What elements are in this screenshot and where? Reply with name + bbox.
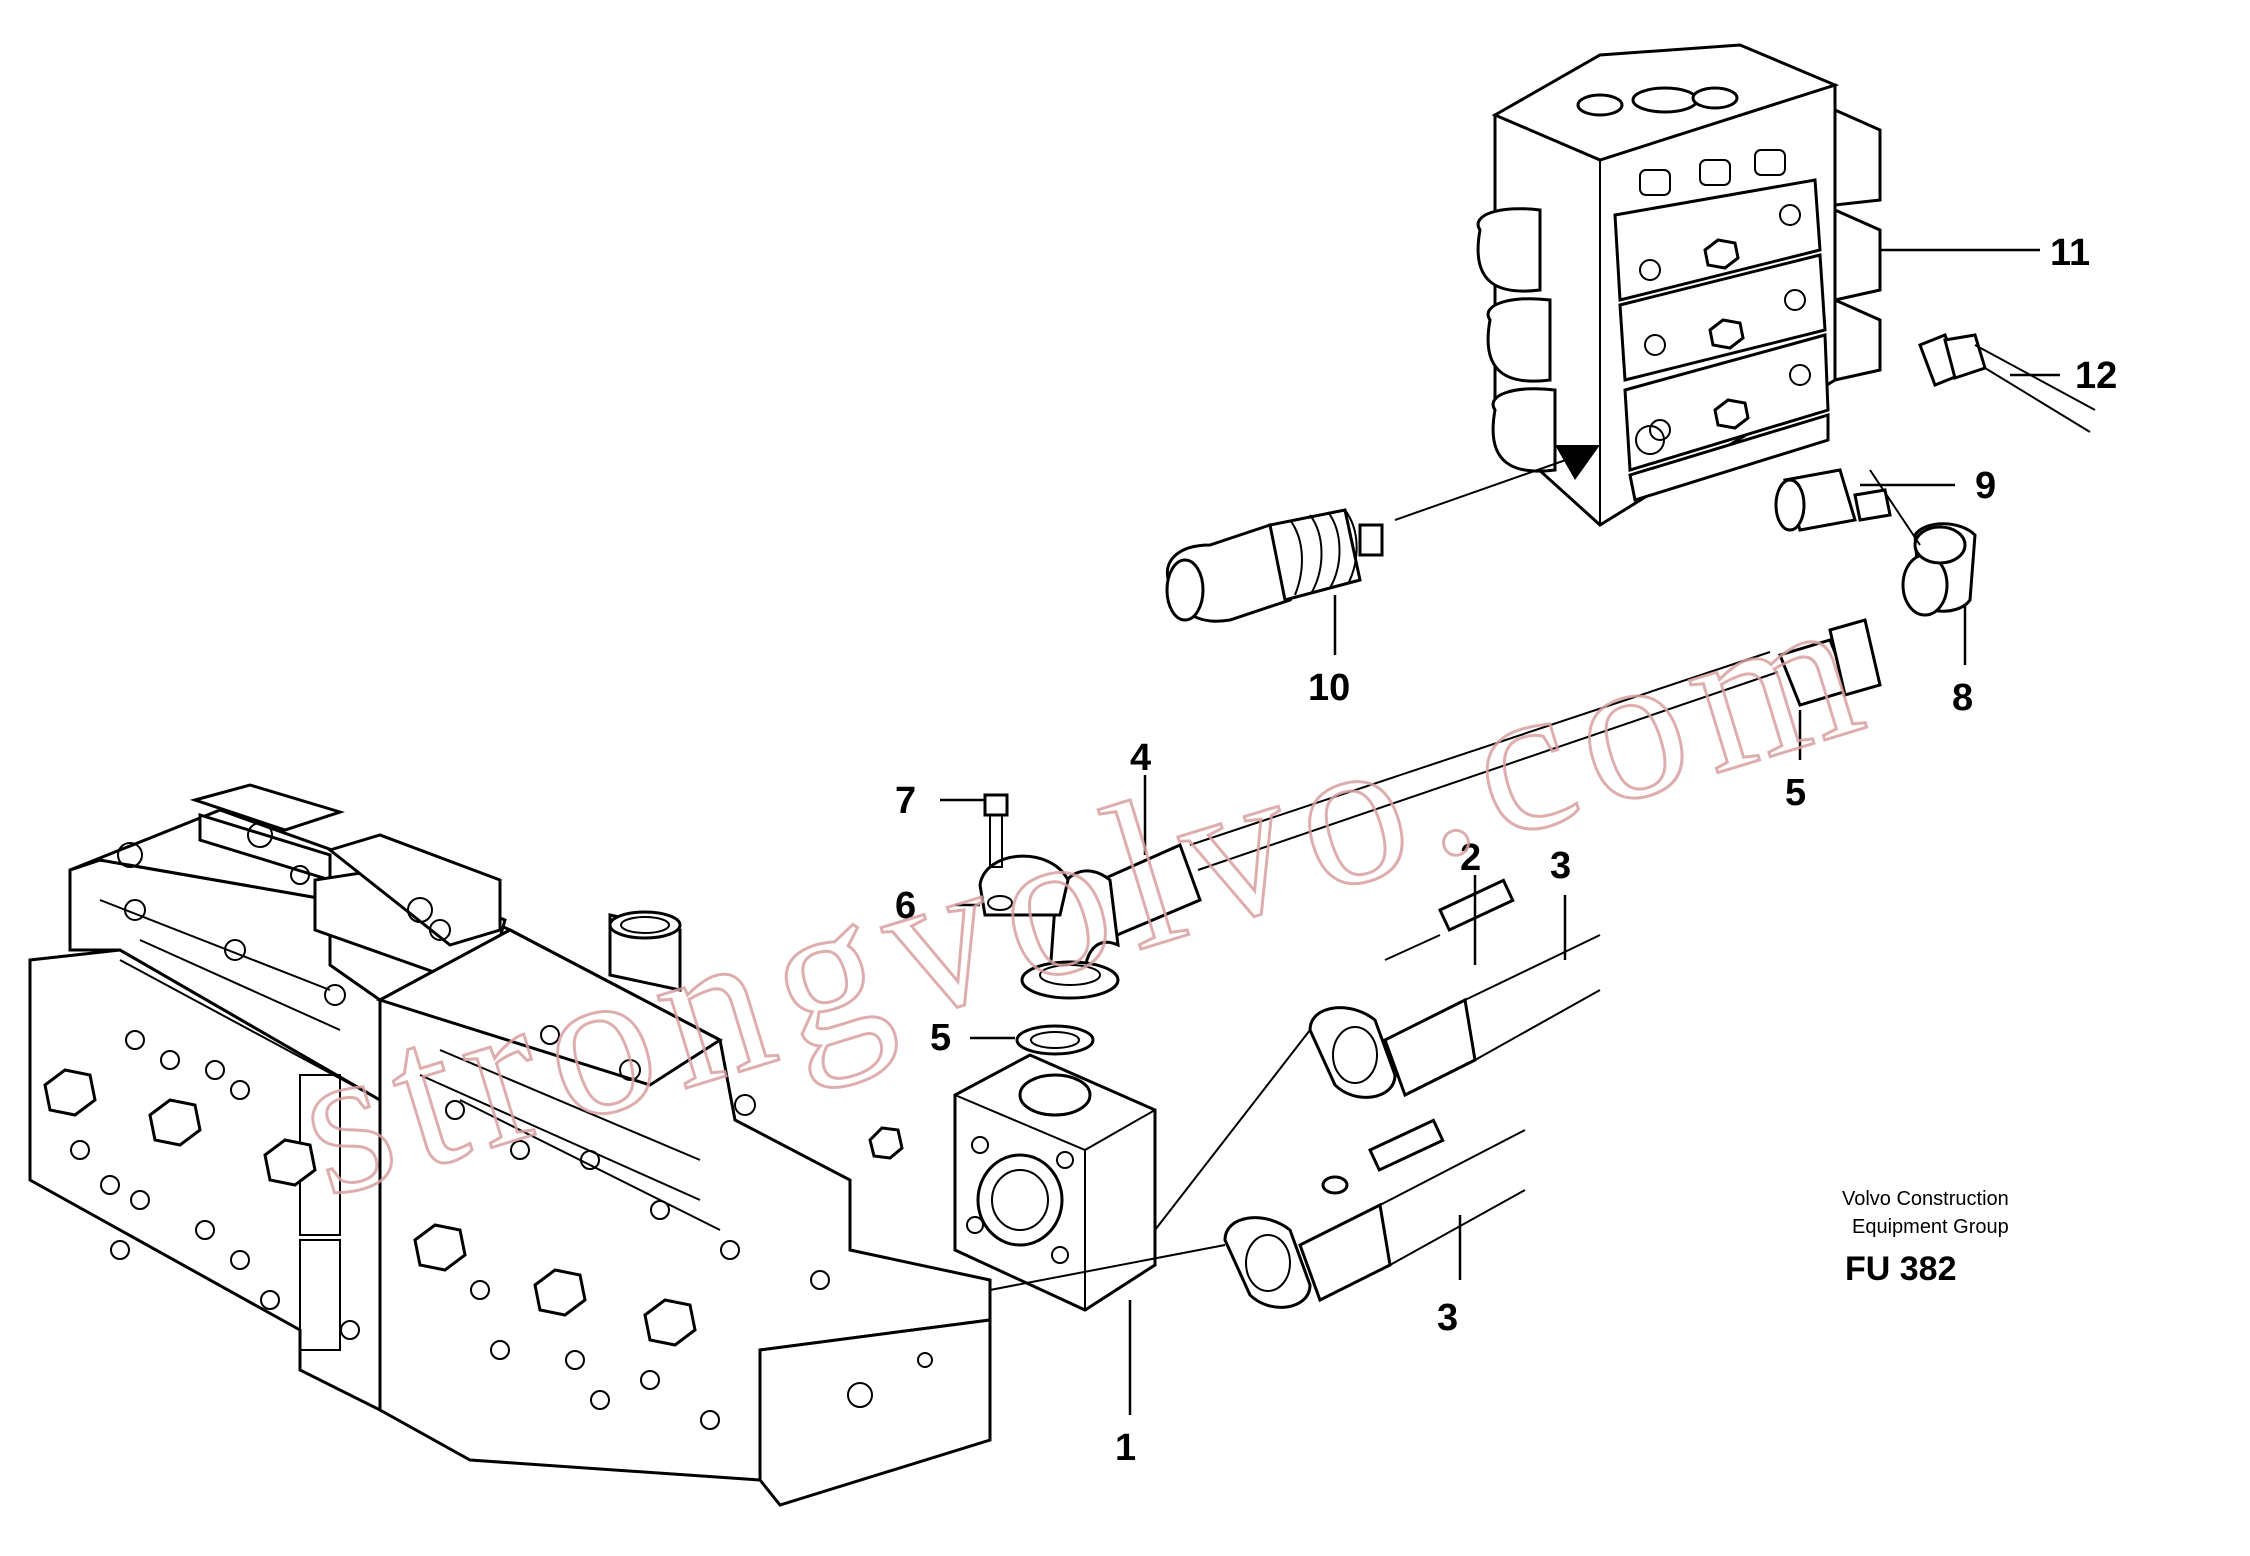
- leader-lines: [940, 248, 2060, 1415]
- callout-9: 9: [1975, 465, 1996, 507]
- callout-6: 6: [895, 885, 916, 927]
- callout-1: 1: [1115, 1427, 1136, 1469]
- main-control-valve: [28, 783, 992, 1507]
- spring-plug: [1165, 508, 1384, 623]
- callout-8: 8: [1952, 677, 1973, 719]
- callout-4: 4: [1130, 737, 1151, 779]
- credit-block: Volvo Construction Equipment Group FU 38…: [1842, 1188, 2009, 1288]
- pipe-assembly: [978, 651, 1779, 1056]
- callout-labels: 1 2 3 3 4 5 5 6 7 8 9 10 11 12: [895, 232, 2117, 1469]
- callout-5-pipe: 5: [1785, 772, 1806, 814]
- figure-code: FU 382: [1845, 1250, 1957, 1288]
- callout-10: 10: [1308, 667, 1350, 709]
- callout-7: 7: [895, 780, 916, 822]
- credit-line-2: Equipment Group: [1852, 1216, 2009, 1238]
- pilot-valve-block: [1394, 43, 1882, 527]
- hose-flanges: [989, 878, 1601, 1309]
- callout-12: 12: [2075, 355, 2117, 397]
- callout-2: 2: [1460, 837, 1481, 879]
- flange-block: [953, 1053, 1157, 1312]
- credit-line-1: Volvo Construction: [1842, 1188, 2009, 1210]
- callout-5-oring: 5: [930, 1017, 951, 1059]
- callout-3-upper: 3: [1550, 845, 1571, 887]
- callout-11: 11: [2050, 232, 2090, 274]
- fittings: [1774, 333, 2096, 707]
- callout-3-lower: 3: [1437, 1297, 1458, 1339]
